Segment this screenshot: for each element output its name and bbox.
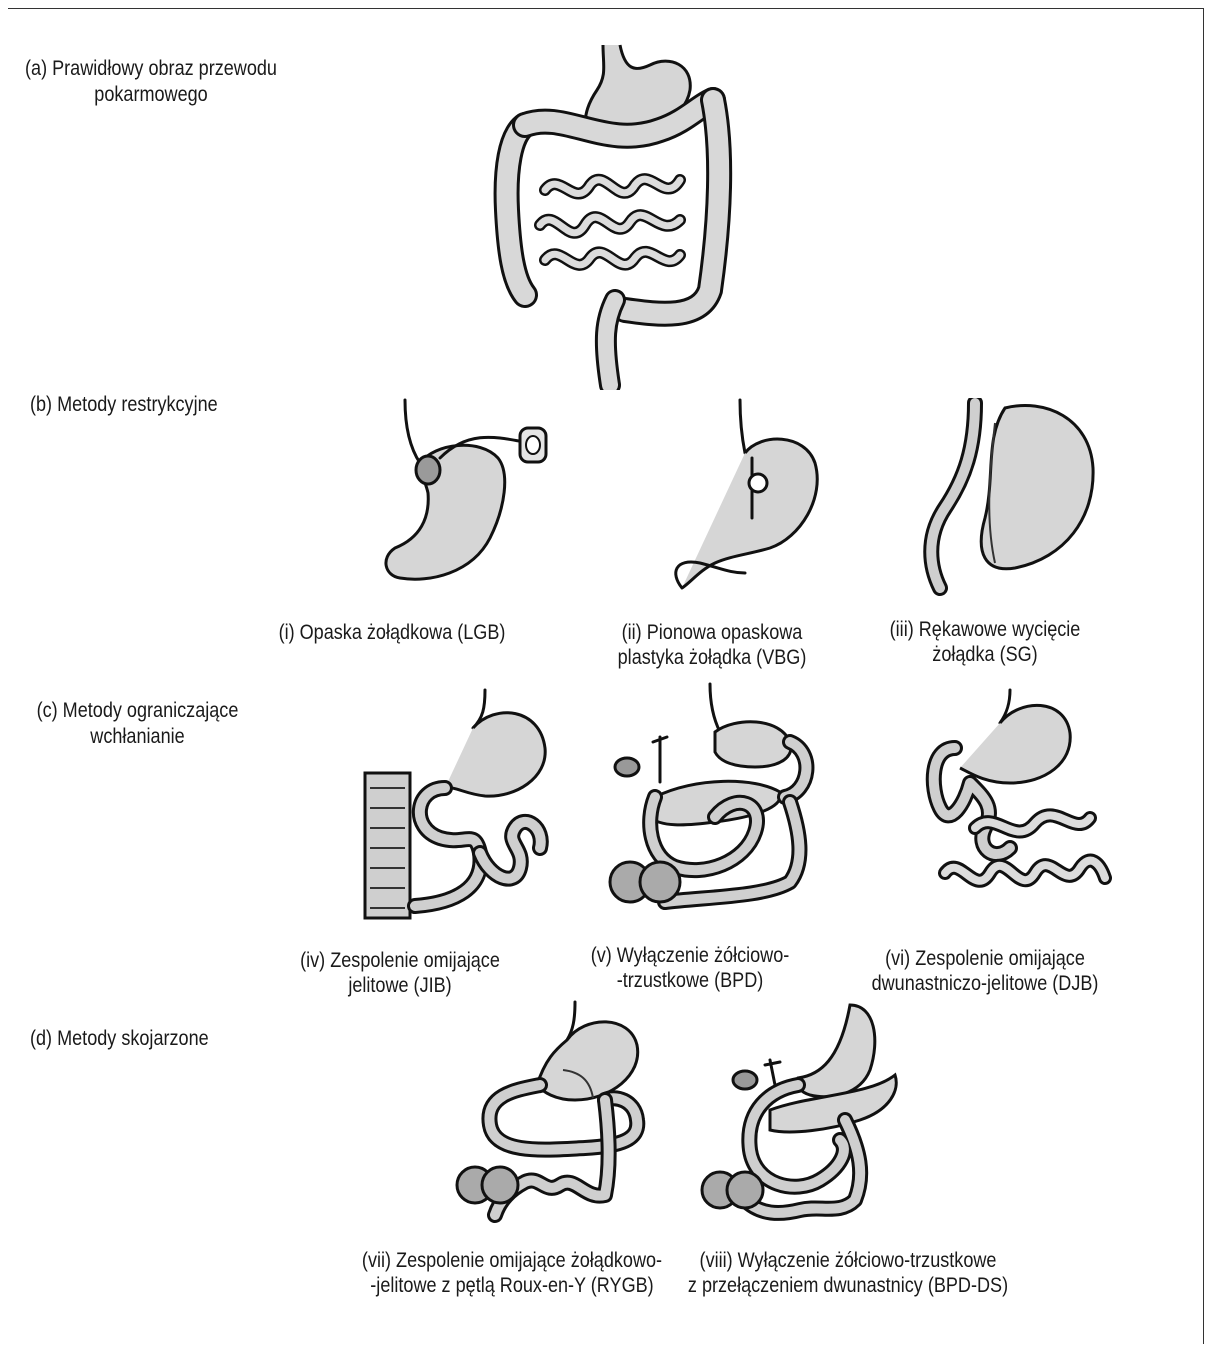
sg-caption-line1: (iii) Rękawowe wycięcie (890, 617, 1081, 642)
bpd-illustration (605, 682, 820, 922)
bpd-caption: (v) Wyłączenie żółciowo- -trzustkowe (BP… (591, 943, 790, 993)
djb-illustration (915, 688, 1115, 928)
section-b-label: (b) Metody restrykcyjne (30, 392, 218, 418)
jib-caption: (iv) Zespolenie omijające jelitowe (JIB) (300, 948, 500, 998)
rygb-illustration (455, 1000, 655, 1230)
bpd-caption-line2: -trzustkowe (BPD) (591, 968, 790, 993)
sg-caption-line2: żołądka (SG) (890, 642, 1081, 667)
vbg-caption-line1: (ii) Pionowa opaskowa (618, 620, 807, 645)
rygb-caption: (vii) Zespolenie omijające żołądkowo- -j… (362, 1248, 662, 1298)
bpd-ds-caption-line1: (viii) Wyłączenie żółciowo-trzustkowe (688, 1248, 1008, 1273)
jib-illustration (355, 688, 555, 928)
jib-caption-line2: jelitowe (JIB) (300, 973, 500, 998)
sg-caption: (iii) Rękawowe wycięcie żołądka (SG) (890, 617, 1081, 667)
djb-caption: (vi) Zespolenie omijające dwunastniczo-j… (872, 946, 1099, 996)
vbg-caption-line2: plastyka żołądka (VBG) (618, 645, 807, 670)
djb-caption-line1: (vi) Zespolenie omijające (872, 946, 1099, 971)
lgb-caption-line1: (i) Opaska żołądkowa (LGB) (279, 620, 506, 645)
bpd-caption-line1: (v) Wyłączenie żółciowo- (591, 943, 790, 968)
bpd-ds-illustration (700, 1000, 910, 1230)
sg-illustration (915, 398, 1115, 598)
section-c-label-line2: wchłanianie (30, 724, 245, 750)
normal-digestive-tract-illustration (485, 40, 745, 390)
section-a-label: (a) Prawidłowy obraz przewodu pokarmoweg… (22, 56, 280, 108)
vbg-illustration (660, 398, 840, 598)
bpd-ds-caption-line2: z przełączeniem dwunastnicy (BPD-DS) (688, 1273, 1008, 1298)
jib-caption-line1: (iv) Zespolenie omijające (300, 948, 500, 973)
lgb-illustration (360, 398, 560, 598)
vbg-caption: (ii) Pionowa opaskowa plastyka żołądka (… (618, 620, 807, 670)
rygb-caption-line2: -jelitowe z pętlą Roux-en-Y (RYGB) (362, 1273, 662, 1298)
section-a-label-line1: (a) Prawidłowy obraz przewodu (22, 56, 280, 82)
rygb-caption-line1: (vii) Zespolenie omijające żołądkowo- (362, 1248, 662, 1273)
lgb-caption: (i) Opaska żołądkowa (LGB) (279, 620, 506, 645)
section-a-label-line2: pokarmowego (22, 82, 280, 108)
section-d-label: (d) Metody skojarzone (30, 1026, 209, 1052)
section-c-label: (c) Metody ograniczające wchłanianie (30, 698, 245, 750)
djb-caption-line2: dwunastniczo-jelitowe (DJB) (872, 971, 1099, 996)
bpd-ds-caption: (viii) Wyłączenie żółciowo-trzustkowe z … (688, 1248, 1008, 1298)
section-c-label-line1: (c) Metody ograniczające (30, 698, 245, 724)
